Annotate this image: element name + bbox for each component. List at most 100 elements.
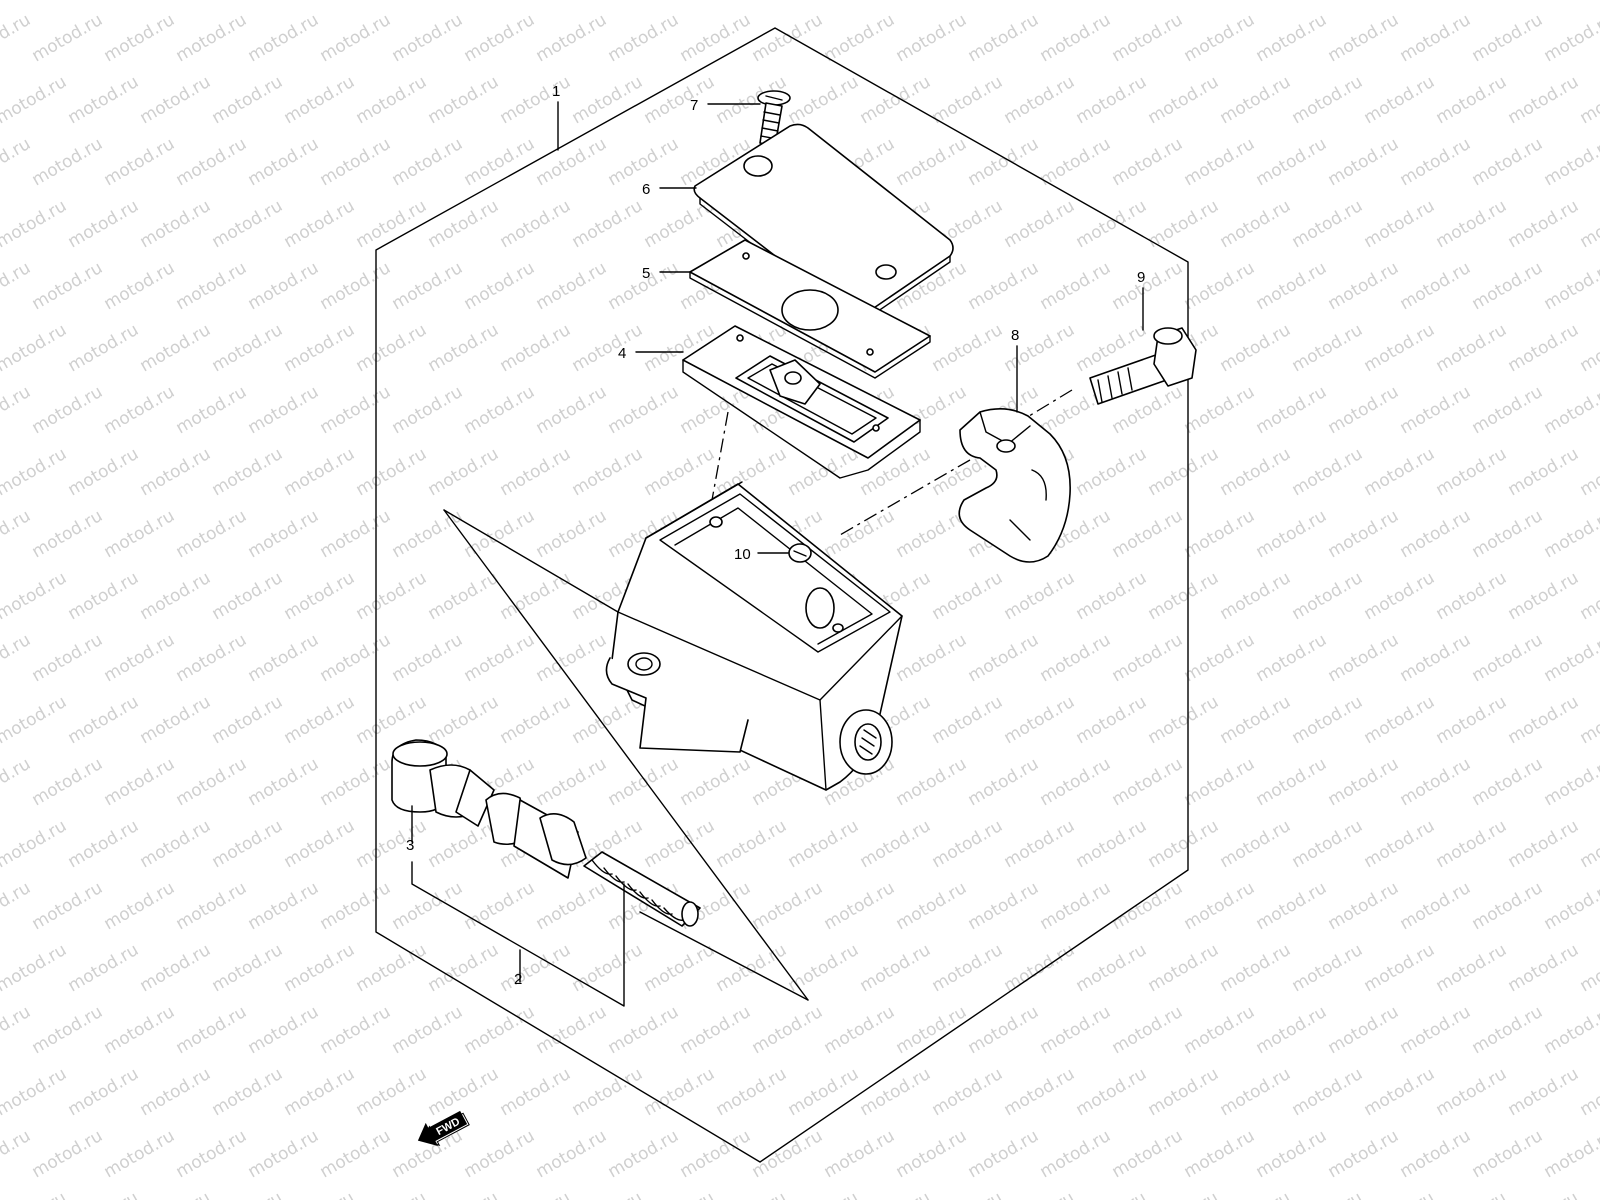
watermark-text: motod.ru bbox=[173, 506, 251, 562]
watermark-text: motod.ru bbox=[209, 196, 287, 252]
callouts: 1 2 3 4 5 6 7 8 9 10 bbox=[406, 83, 1145, 988]
watermark-text: motod.ru bbox=[677, 10, 755, 66]
watermark-text: motod.ru bbox=[1469, 630, 1547, 686]
watermark-text: motod.ru bbox=[821, 506, 899, 562]
watermark-text: motod.ru bbox=[353, 1064, 431, 1120]
watermark-text: motod.ru bbox=[245, 10, 323, 66]
watermark-text: motod.ru bbox=[569, 72, 647, 128]
watermark-text: motod.ru bbox=[821, 1002, 899, 1058]
watermark-text: motod.ru bbox=[857, 1188, 935, 1200]
watermark-text: motod.ru bbox=[101, 754, 179, 810]
watermark-text: motod.ru bbox=[173, 10, 251, 66]
watermark-text: motod.ru bbox=[569, 1064, 647, 1120]
watermark-text: motod.ru bbox=[65, 444, 143, 500]
watermark-text: motod.ru bbox=[1289, 444, 1367, 500]
watermark-text: motod.ru bbox=[965, 878, 1043, 934]
watermark-text: motod.ru bbox=[749, 10, 827, 66]
watermark-text: motod.ru bbox=[1073, 692, 1151, 748]
watermark-text: motod.ru bbox=[353, 196, 431, 252]
watermark-text: motod.ru bbox=[209, 72, 287, 128]
watermark-text: motod.ru bbox=[857, 1064, 935, 1120]
watermark-text: motod.ru bbox=[1397, 134, 1475, 190]
watermark-text: motod.ru bbox=[965, 1126, 1043, 1182]
watermark-text: motod.ru bbox=[461, 258, 539, 314]
watermark-text: motod.ru bbox=[1469, 1002, 1547, 1058]
watermark-text: motod.ru bbox=[785, 1188, 863, 1200]
watermark-text: motod.ru bbox=[65, 72, 143, 128]
watermark-text: motod.ru bbox=[1505, 940, 1583, 996]
callout-5: 5 bbox=[642, 265, 650, 282]
watermark-text: motod.ru bbox=[137, 1064, 215, 1120]
guide-lines bbox=[443, 509, 809, 1001]
watermark-text: motod.ru bbox=[1505, 1064, 1583, 1120]
watermark-text: motod.ru bbox=[461, 630, 539, 686]
callout-9: 9 bbox=[1137, 269, 1145, 286]
watermark-text: motod.ru bbox=[389, 630, 467, 686]
watermark-text: motod.ru bbox=[209, 1064, 287, 1120]
watermark-text: motod.ru bbox=[101, 630, 179, 686]
watermark-text: motod.ru bbox=[353, 320, 431, 376]
watermark-text: motod.ru bbox=[281, 692, 359, 748]
watermark-text: motod.ru bbox=[1469, 1126, 1547, 1182]
watermark-text: motod.ru bbox=[29, 1126, 107, 1182]
watermark-text: motod.ru bbox=[1469, 258, 1547, 314]
watermark-text: motod.ru bbox=[605, 10, 683, 66]
watermark-text: motod.ru bbox=[1433, 1064, 1511, 1120]
watermark-text: motod.ru bbox=[1109, 630, 1187, 686]
watermark-text: motod.ru bbox=[1289, 940, 1367, 996]
watermark-text: motod.ru bbox=[1361, 444, 1439, 500]
watermark-text: motod.ru bbox=[857, 940, 935, 996]
watermark-text: motod.ru bbox=[1577, 72, 1600, 128]
watermark-text: motod.ru bbox=[245, 1126, 323, 1182]
watermark-text: motod.ru bbox=[605, 1126, 683, 1182]
watermark-text: motod.ru bbox=[173, 878, 251, 934]
watermark-text: motod.ru bbox=[1469, 878, 1547, 934]
watermark-text: motod.ru bbox=[641, 1064, 719, 1120]
watermark-text: motod.ru bbox=[533, 258, 611, 314]
watermark-text: motod.ru bbox=[389, 1002, 467, 1058]
watermark-text: motod.ru bbox=[1433, 1188, 1511, 1200]
watermark-text: motod.ru bbox=[281, 444, 359, 500]
watermark-text: motod.ru bbox=[713, 940, 791, 996]
watermark-text: motod.ru bbox=[497, 0, 575, 4]
watermark-text: motod.ru bbox=[1109, 10, 1187, 66]
watermark-text: motod.ru bbox=[353, 444, 431, 500]
watermark-text: motod.ru bbox=[1145, 940, 1223, 996]
watermark-text: motod.ru bbox=[1397, 1126, 1475, 1182]
watermark-text: motod.ru bbox=[929, 72, 1007, 128]
watermark-text: motod.ru bbox=[1397, 258, 1475, 314]
watermark-text: motod.ru bbox=[461, 1002, 539, 1058]
watermark-text: motod.ru bbox=[965, 258, 1043, 314]
watermark-text: motod.ru bbox=[497, 196, 575, 252]
watermark-text: motod.ru bbox=[245, 382, 323, 438]
watermark-text: motod.ru bbox=[785, 940, 863, 996]
watermark-text: motod.ru bbox=[209, 568, 287, 624]
watermark-text: motod.ru bbox=[29, 506, 107, 562]
watermark-text: motod.ru bbox=[0, 10, 34, 66]
watermark-text: motod.ru bbox=[1217, 196, 1295, 252]
watermark-text: motod.ru bbox=[497, 72, 575, 128]
watermark-text: motod.ru bbox=[1541, 258, 1600, 314]
watermark-text: motod.ru bbox=[1181, 382, 1259, 438]
watermark-text: motod.ru bbox=[569, 444, 647, 500]
watermark-text: motod.ru bbox=[533, 1002, 611, 1058]
watermark-text: motod.ru bbox=[1145, 692, 1223, 748]
watermark-text: motod.ru bbox=[1217, 568, 1295, 624]
watermark-text: motod.ru bbox=[0, 444, 70, 500]
watermark-text: motod.ru bbox=[137, 692, 215, 748]
watermark-text: motod.ru bbox=[1361, 816, 1439, 872]
watermark-text: motod.ru bbox=[1145, 816, 1223, 872]
watermark-text: motod.ru bbox=[1181, 258, 1259, 314]
watermark-text: motod.ru bbox=[1217, 320, 1295, 376]
watermark-text: motod.ru bbox=[1037, 630, 1115, 686]
watermark-text: motod.ru bbox=[1145, 568, 1223, 624]
watermark-text: motod.ru bbox=[893, 134, 971, 190]
watermark-text: motod.ru bbox=[857, 0, 935, 4]
watermark-text: motod.ru bbox=[1361, 692, 1439, 748]
watermark-text: motod.ru bbox=[209, 320, 287, 376]
watermark-text: motod.ru bbox=[641, 0, 719, 4]
watermark-text: motod.ru bbox=[245, 754, 323, 810]
watermark-text: motod.ru bbox=[137, 444, 215, 500]
watermark-text: motod.ru bbox=[497, 692, 575, 748]
watermark-text: motod.ru bbox=[605, 382, 683, 438]
